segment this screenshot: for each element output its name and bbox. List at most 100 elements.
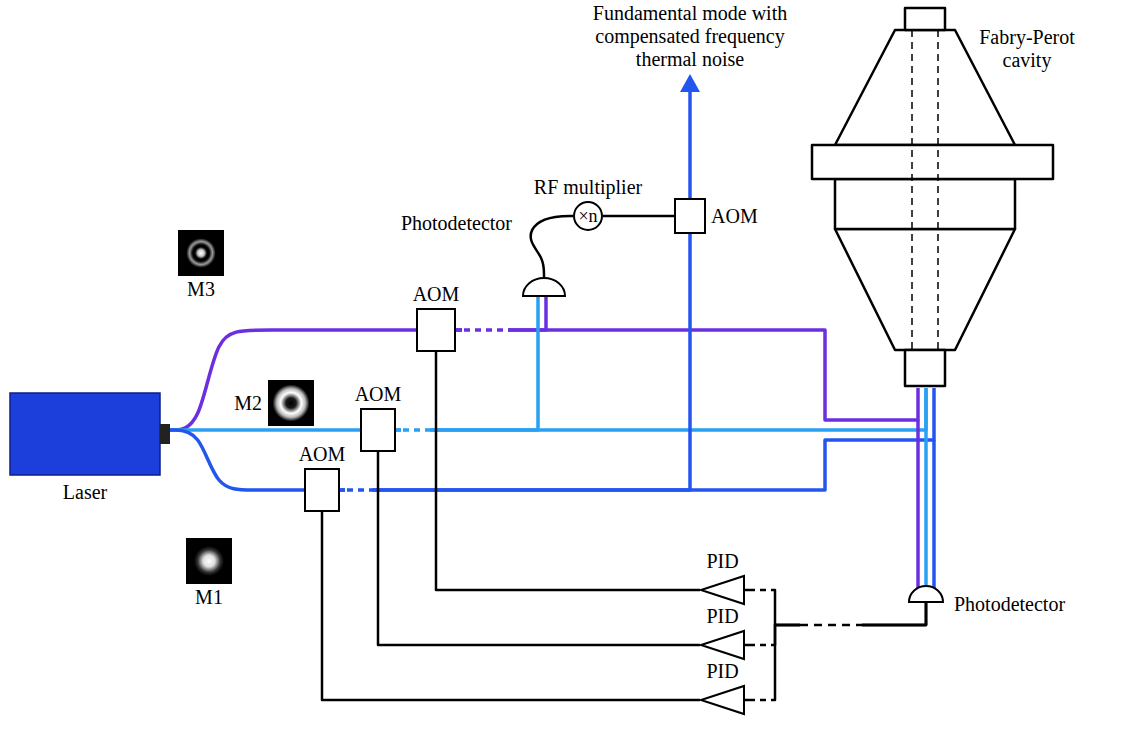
rf-cable	[531, 216, 573, 277]
aom-label: AOM	[711, 205, 758, 228]
multiplier-circle	[574, 202, 602, 230]
mode-image: M2	[268, 380, 314, 426]
mode-label: M1	[195, 586, 223, 609]
image-ground	[186, 538, 232, 584]
cavity-flange	[812, 145, 1053, 179]
pid-triangle	[701, 686, 744, 714]
photodetector-label: Photodetector	[401, 212, 512, 235]
aom-box: AOM	[674, 198, 706, 234]
mode-image-shape	[268, 380, 314, 426]
gap-mask	[749, 587, 771, 593]
rf-multiplier: RF multiplier×n	[573, 201, 603, 231]
aom-outline	[675, 199, 705, 233]
optical-beam	[340, 388, 934, 490]
gap-mask	[800, 622, 862, 628]
aom-outline	[417, 309, 455, 351]
cavity-bore	[911, 30, 913, 350]
dashed-wire	[800, 624, 862, 627]
aom-box-shape	[416, 308, 456, 352]
aom-box: AOM	[304, 468, 340, 512]
control-wire	[378, 452, 700, 645]
image-ground	[268, 380, 314, 426]
signal-wire	[745, 590, 926, 625]
pid-label: PID	[706, 660, 738, 683]
rf-cable	[603, 215, 674, 218]
pid-controller: PID	[700, 630, 745, 660]
dashed-wire	[749, 699, 771, 702]
pid-triangle	[701, 631, 744, 659]
optical-beam	[456, 330, 918, 420]
dashed-beam	[464, 328, 508, 332]
mode-image-shape	[186, 538, 232, 584]
dashed-beam	[347, 488, 372, 492]
gap-mask	[462, 327, 508, 334]
aom-label: AOM	[413, 283, 460, 306]
transmitted-beam	[924, 388, 928, 585]
gap-mask	[401, 427, 430, 434]
cavity-cone	[835, 229, 1015, 350]
mode-label: M3	[187, 278, 215, 301]
mode-label: M2	[234, 392, 262, 415]
signal-wire	[745, 603, 926, 700]
edge-group	[170, 216, 934, 700]
photodetector-shape	[522, 277, 566, 297]
cavity-bore	[937, 30, 939, 350]
fabry-perot-cavity: Fabry-Perot cavity	[810, 6, 1055, 388]
cavity-body	[835, 179, 1015, 229]
laser-body	[10, 393, 160, 475]
pid-controller-shape	[700, 575, 745, 605]
photodetector-shape	[908, 585, 944, 603]
mirror-cap	[905, 350, 945, 386]
optical-beam	[396, 388, 926, 430]
pid-label: PID	[706, 605, 738, 628]
pid-controller: PID	[700, 575, 745, 605]
output-beam-label: Fundamental mode with compensated freque…	[580, 2, 800, 71]
pid-controller-shape	[700, 685, 745, 715]
photodetector-label: Photodetector	[954, 593, 1065, 616]
pid-controller-shape	[700, 630, 745, 660]
aom-box: AOM	[360, 408, 396, 452]
output-arrowhead	[680, 74, 700, 92]
pid-triangle	[701, 576, 744, 604]
mode-profile	[186, 538, 232, 584]
laser-source-shape	[10, 393, 170, 475]
photodetector: Photodetector	[908, 585, 944, 603]
gap-mask	[749, 642, 771, 648]
control-wire	[322, 512, 700, 700]
aom-box: AOM	[416, 308, 456, 352]
laser-source: Laser	[10, 393, 170, 475]
control-wire	[436, 352, 700, 590]
image-ground	[178, 230, 224, 276]
mode-image-shape	[178, 230, 224, 276]
multiplier-label: RF multiplier	[534, 176, 642, 199]
multiplier-factor: ×n	[578, 207, 597, 225]
aom-box-shape	[674, 198, 706, 234]
aom-box-shape	[360, 408, 396, 452]
mode-profile	[268, 380, 314, 426]
mode-profile	[178, 230, 224, 276]
beam-line	[932, 440, 936, 590]
laser-port	[160, 424, 170, 444]
fiber-beam	[170, 430, 304, 490]
dashed-beam	[403, 428, 430, 432]
mirror-cap	[905, 8, 945, 30]
aom-outline	[361, 409, 395, 451]
gap-mask	[749, 697, 771, 703]
mode-image: M1	[186, 538, 232, 584]
gap-mask	[345, 487, 372, 494]
pid-controller: PID	[700, 685, 745, 715]
aom-label: AOM	[355, 383, 402, 406]
fiber-beam	[170, 428, 360, 432]
beat-beam	[456, 297, 546, 330]
cavity-label: Fabry-Perot cavity	[972, 26, 1082, 72]
beat-beam	[396, 297, 538, 430]
dashed-wire	[749, 644, 771, 647]
detector-outline	[909, 586, 943, 602]
optical-beam	[340, 234, 690, 490]
detector-outline	[523, 278, 565, 296]
pid-label: PID	[706, 550, 738, 573]
beam-line	[916, 420, 920, 590]
aom-label: AOM	[299, 443, 346, 466]
aom-box-shape	[304, 468, 340, 512]
